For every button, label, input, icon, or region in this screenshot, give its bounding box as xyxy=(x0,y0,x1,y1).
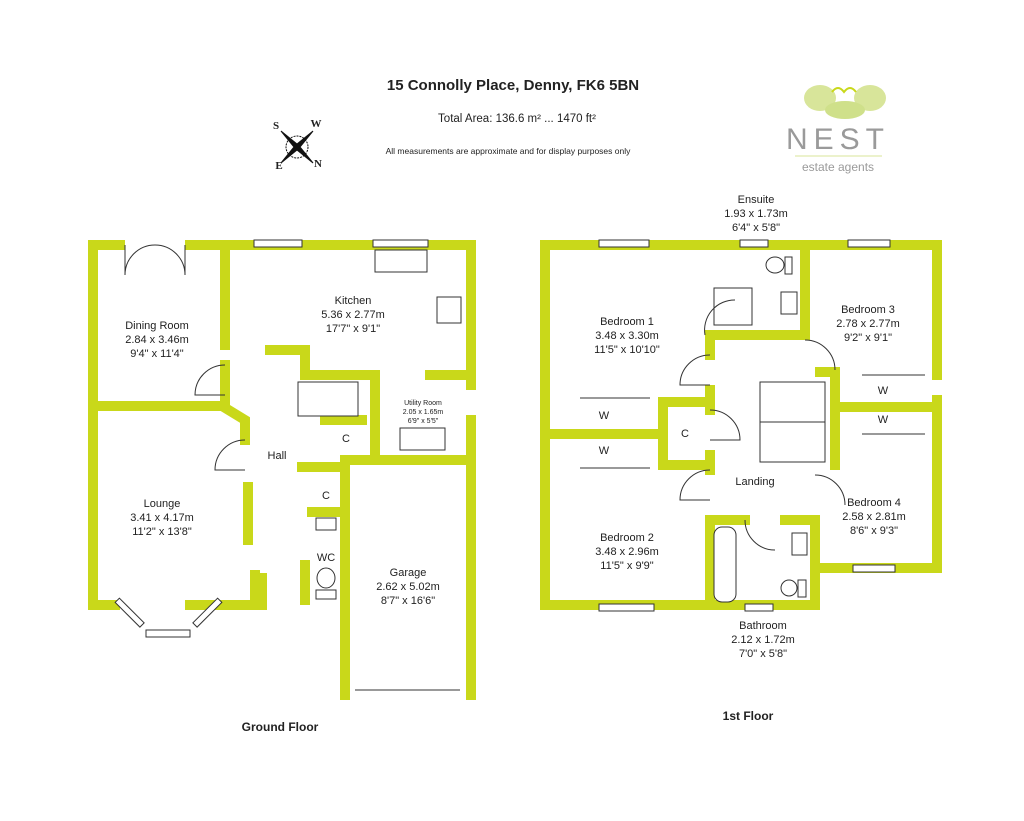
room-imperial: 7'0" x 5'8" xyxy=(738,647,788,660)
compass-icon xyxy=(280,130,314,164)
room-metric: 3.48 x 3.30m xyxy=(595,329,659,342)
room-metric: 3.48 x 2.96m xyxy=(595,545,659,558)
room-imperial: 11'5" x 10'10" xyxy=(594,343,660,356)
room-imperial: 17'7" x 9'1" xyxy=(325,322,381,335)
room-name: Dining Room xyxy=(125,320,189,332)
room-name: Bathroom xyxy=(739,620,787,632)
room-wardrobe: W xyxy=(877,414,889,426)
logo-tagline: estate agents xyxy=(801,160,875,174)
room-metric: 3.41 x 4.17m xyxy=(130,511,194,524)
room-landing: Landing xyxy=(735,476,775,488)
compass-n: N xyxy=(314,158,322,170)
room-imperial: 11'5" x 9'9" xyxy=(600,559,654,572)
room-metric: 2.58 x 2.81m xyxy=(842,510,906,523)
room-wardrobe: W xyxy=(877,385,889,397)
room-metric: 2.62 x 5.02m xyxy=(376,580,440,593)
floor-label-ground: Ground Floor xyxy=(241,720,319,734)
room-imperial: 9'4" x 11'4" xyxy=(130,347,184,360)
room-metric: 1.93 x 1.73m xyxy=(724,207,788,220)
room-cupboard: C xyxy=(322,490,330,502)
room-imperial: 9'2" x 9'1" xyxy=(843,331,893,344)
first-floor-fixtures xyxy=(580,239,925,612)
room-wardrobe: W xyxy=(598,445,610,457)
room-name: Garage xyxy=(389,567,427,579)
ground-floor-walls xyxy=(88,240,476,700)
room-name: Lounge xyxy=(143,498,181,510)
room-imperial: 8'6" x 9'3" xyxy=(849,524,899,537)
room-imperial: 11'2" x 13'8" xyxy=(132,525,192,538)
room-name: Kitchen xyxy=(334,295,372,307)
total-area: Total Area: 136.6 m² ... 1470 ft² xyxy=(438,113,596,125)
compass-s: S xyxy=(272,120,280,132)
room-metric: 2.78 x 2.77m xyxy=(836,317,900,330)
room-wc: WC xyxy=(316,552,336,564)
room-cupboard: C xyxy=(681,428,689,440)
room-metric: 5.36 x 2.77m xyxy=(321,308,385,321)
room-metric: 2.84 x 3.46m xyxy=(125,333,189,346)
property-title: 15 Connolly Place, Denny, FK6 5BN xyxy=(386,77,640,94)
room-imperial: 8'7" x 16'6" xyxy=(380,594,436,607)
room-name: Bedroom 4 xyxy=(847,497,901,509)
room-hall: Hall xyxy=(267,450,287,462)
room-name: Ensuite xyxy=(737,194,775,206)
disclaimer: All measurements are approximate and for… xyxy=(385,146,631,156)
room-cupboard: C xyxy=(342,433,350,445)
ground-floor-fixtures xyxy=(114,239,462,691)
room-wardrobe: W xyxy=(598,410,610,422)
nest-logo-icon xyxy=(795,85,886,157)
room-name: Bedroom 1 xyxy=(600,316,654,328)
room-name: Utility Room xyxy=(404,400,442,407)
room-metric: 2.12 x 1.72m xyxy=(731,633,795,646)
room-name: Bedroom 2 xyxy=(600,532,654,544)
compass-e: E xyxy=(275,160,283,172)
logo-name: NEST xyxy=(785,123,891,156)
room-imperial: 6'4" x 5'8" xyxy=(731,221,781,234)
floor-label-first: 1st Floor xyxy=(722,709,774,723)
compass-w: W xyxy=(310,118,322,130)
room-name: Bedroom 3 xyxy=(841,304,895,316)
room-metric: 2.05 x 1.65m xyxy=(402,408,444,416)
room-imperial: 6'9" x 5'5" xyxy=(407,417,439,425)
